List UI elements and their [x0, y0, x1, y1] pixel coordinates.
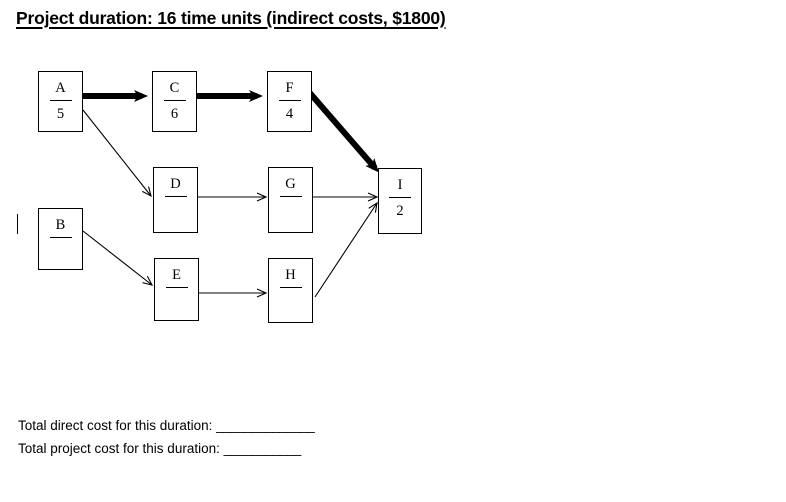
node-divider: [49, 99, 72, 101]
activity-label: A: [55, 80, 66, 96]
text-cursor-caret: [17, 214, 18, 234]
activity-node-a[interactable]: A 5: [38, 71, 83, 132]
activity-node-e[interactable]: E: [154, 258, 199, 321]
edge-f-to-i: [306, 90, 379, 173]
activity-node-h[interactable]: H: [268, 258, 313, 323]
activity-label: G: [285, 176, 296, 192]
edge-b-to-e: [82, 230, 154, 286]
activity-node-f[interactable]: F 4: [267, 71, 312, 132]
node-divider: [49, 236, 72, 238]
node-divider: [278, 99, 301, 101]
activity-duration: 4: [285, 105, 294, 122]
node-divider: [165, 286, 188, 288]
activity-label: C: [169, 80, 180, 96]
activity-label: B: [55, 217, 66, 233]
activity-node-c[interactable]: C 6: [152, 71, 197, 132]
node-divider: [164, 195, 187, 197]
activity-label: F: [285, 80, 294, 96]
total-direct-cost-blank[interactable]: ______________: [216, 418, 315, 433]
edge-h-to-i: [314, 201, 378, 298]
edge-a-to-d: [82, 109, 152, 198]
activity-duration: 2: [396, 202, 404, 219]
activity-duration: 6: [170, 105, 179, 122]
total-project-cost-blank[interactable]: ___________: [223, 441, 302, 456]
node-divider: [163, 99, 186, 101]
node-divider: [389, 196, 411, 198]
total-project-cost-label: Total project cost for this duration:: [18, 441, 220, 456]
node-divider: [279, 286, 302, 288]
page-title: Project duration: 16 time units (indirec…: [16, 8, 446, 28]
activity-node-b[interactable]: B: [38, 208, 83, 270]
activity-node-d[interactable]: D: [153, 167, 198, 233]
total-project-cost-prompt: Total project cost for this duration: __…: [18, 441, 301, 456]
activity-node-i[interactable]: I 2: [378, 168, 422, 234]
activity-duration: 5: [56, 105, 65, 122]
total-direct-cost-prompt: Total direct cost for this duration: ___…: [18, 418, 315, 433]
activity-label: I: [397, 177, 403, 193]
activity-label: H: [285, 267, 296, 283]
node-divider: [279, 195, 302, 197]
activity-label: D: [170, 176, 181, 192]
total-direct-cost-label: Total direct cost for this duration:: [18, 418, 213, 433]
activity-node-g[interactable]: G: [268, 167, 313, 233]
activity-label: E: [172, 267, 181, 283]
